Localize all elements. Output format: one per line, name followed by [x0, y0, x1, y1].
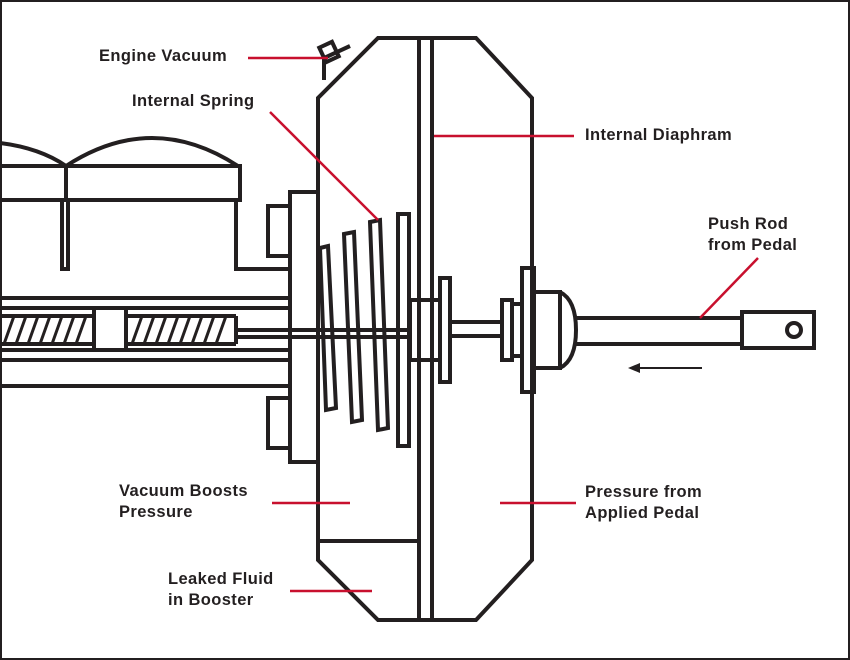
diaphragm-hub [408, 276, 502, 384]
label-internal-diaphram: Internal Diaphram [585, 126, 733, 144]
engine-vacuum-port [316, 39, 351, 80]
label-vacuum-boosts-line2: Pressure [119, 503, 193, 521]
label-leaked-fluid-line2: in Booster [168, 591, 254, 609]
internal-spring [317, 212, 411, 448]
leader-lines [248, 56, 759, 593]
master-cylinder-reservoir [0, 136, 290, 271]
label-pressure-from-line1: Pressure from [585, 483, 703, 501]
label-engine-vacuum: Engine Vacuum [99, 47, 228, 65]
label-pressure-from-line2: Applied Pedal [585, 504, 700, 522]
label-leaked-fluid-line1: Leaked Fluid [168, 570, 274, 588]
push-rod [576, 310, 816, 350]
label-vacuum-boosts-line1: Vacuum Boosts [119, 482, 248, 500]
label-push-rod-line2: from Pedal [708, 236, 798, 254]
mounting-flange [266, 190, 320, 464]
input-valve-assembly [500, 266, 579, 394]
piston-springs [2, 315, 228, 345]
booster-body [316, 36, 534, 622]
direction-arrow [628, 363, 702, 373]
label-internal-spring: Internal Spring [132, 92, 255, 110]
label-push-rod-line1: Push Rod [708, 215, 789, 233]
